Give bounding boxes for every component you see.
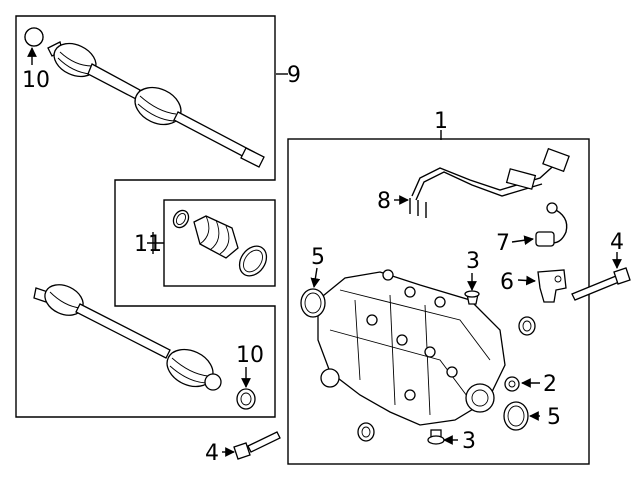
callout-6: 6 <box>500 270 514 295</box>
callout-5-lower: 5 <box>547 405 561 430</box>
upper-half-shaft <box>24 27 265 168</box>
bracket <box>537 269 567 303</box>
callout-10-lower: 10 <box>236 343 264 368</box>
snap-ring-upper <box>24 27 44 47</box>
snap-ring-lower <box>236 388 256 410</box>
seal-lower <box>503 401 529 431</box>
callout-8: 8 <box>377 189 391 214</box>
callout-10-upper: 10 <box>22 68 50 93</box>
bolt-right <box>571 267 631 301</box>
callout-11: 11 <box>134 232 162 257</box>
callout-4-bottom: 4 <box>205 441 219 466</box>
lower-half-shaft <box>33 284 222 391</box>
callout-2: 2 <box>543 372 557 397</box>
callout-3-upper: 3 <box>466 249 480 274</box>
plug-lower <box>427 429 445 445</box>
callout-3-lower: 3 <box>462 429 476 454</box>
axle-group-frame <box>15 15 276 418</box>
callout-5-upper: 5 <box>311 245 325 270</box>
callout-9: 9 <box>287 63 301 88</box>
cv-boot-kit <box>172 209 268 277</box>
callout-4-right: 4 <box>610 230 624 255</box>
wiring-harness <box>409 147 570 218</box>
bolt-bottom <box>233 431 281 460</box>
differential-group-frame <box>287 138 590 465</box>
callout-7: 7 <box>496 231 510 256</box>
differential-housing <box>317 269 506 426</box>
plug-upper <box>464 290 480 305</box>
callout-1: 1 <box>434 109 448 134</box>
sensor <box>535 202 568 247</box>
seal-upper <box>300 288 326 318</box>
bushing <box>504 376 520 392</box>
leader-lines <box>27 47 622 457</box>
washer <box>357 316 536 442</box>
